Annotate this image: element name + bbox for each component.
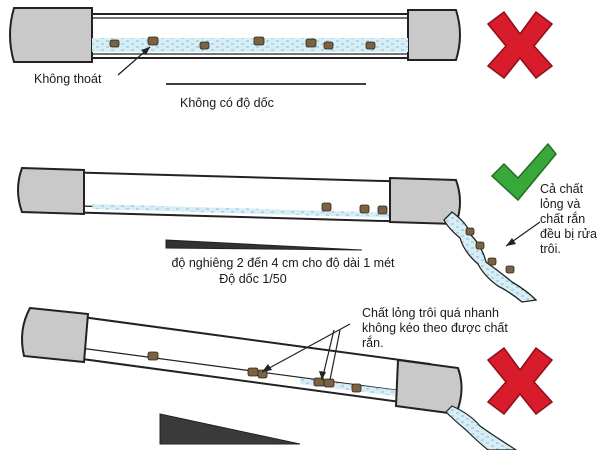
solid-particle	[351, 383, 362, 393]
solid-particle	[247, 367, 259, 377]
solid-particle	[359, 204, 370, 214]
outflow-label: Cả chất lỏng và chất rắn đều bị rửa trôi…	[540, 182, 598, 256]
solid-particle	[323, 378, 335, 388]
sloped-pipe	[17, 166, 461, 226]
correct-slope-caption-line2: Độ dốc 1/50	[219, 272, 287, 286]
steep-pointer-arrows	[261, 323, 351, 381]
solid-particle	[253, 36, 265, 46]
solid-particle	[199, 41, 210, 50]
flat-pointer-arrow	[117, 46, 151, 76]
solid-particle	[321, 202, 332, 212]
solid-particle	[323, 41, 334, 50]
sloped-pipe-solids	[321, 202, 388, 215]
solid-particle	[147, 36, 159, 46]
solid-particle	[365, 41, 376, 50]
flat-pipe-label: Không thoát	[34, 72, 102, 86]
outflow-pointer-arrow	[505, 221, 541, 247]
steep-annotation: Chất lỏng trôi quá nhanh không kéo theo …	[362, 306, 508, 350]
solid-particle	[147, 351, 159, 361]
steep-slope-wedge	[159, 413, 301, 445]
solid-particle	[377, 205, 388, 215]
solid-particle	[465, 227, 475, 236]
solid-particle	[505, 265, 515, 274]
green-check-icon	[490, 142, 557, 202]
flat-pipe-solids	[109, 36, 376, 50]
red-x-icon	[486, 10, 554, 80]
steep-outflow-stream	[445, 405, 518, 450]
solid-particle	[305, 38, 317, 48]
solid-particle	[109, 39, 120, 48]
correct-slope-caption-line1: độ nghiêng 2 đến 4 cm cho độ dài 1 mét	[171, 256, 395, 270]
sloped-pipe-water	[92, 204, 398, 218]
solid-particle	[257, 369, 268, 379]
red-x-icon	[486, 346, 554, 416]
flat-pipe-water	[92, 38, 408, 52]
solid-particle	[487, 257, 497, 266]
flat-slope-caption: Không có độ dốc	[180, 96, 274, 110]
outflow-stream	[443, 211, 538, 303]
flat-pipe	[9, 7, 461, 63]
solid-particle	[475, 241, 485, 250]
slope-wedge	[165, 239, 363, 251]
steep-pipe-solids	[147, 351, 362, 393]
